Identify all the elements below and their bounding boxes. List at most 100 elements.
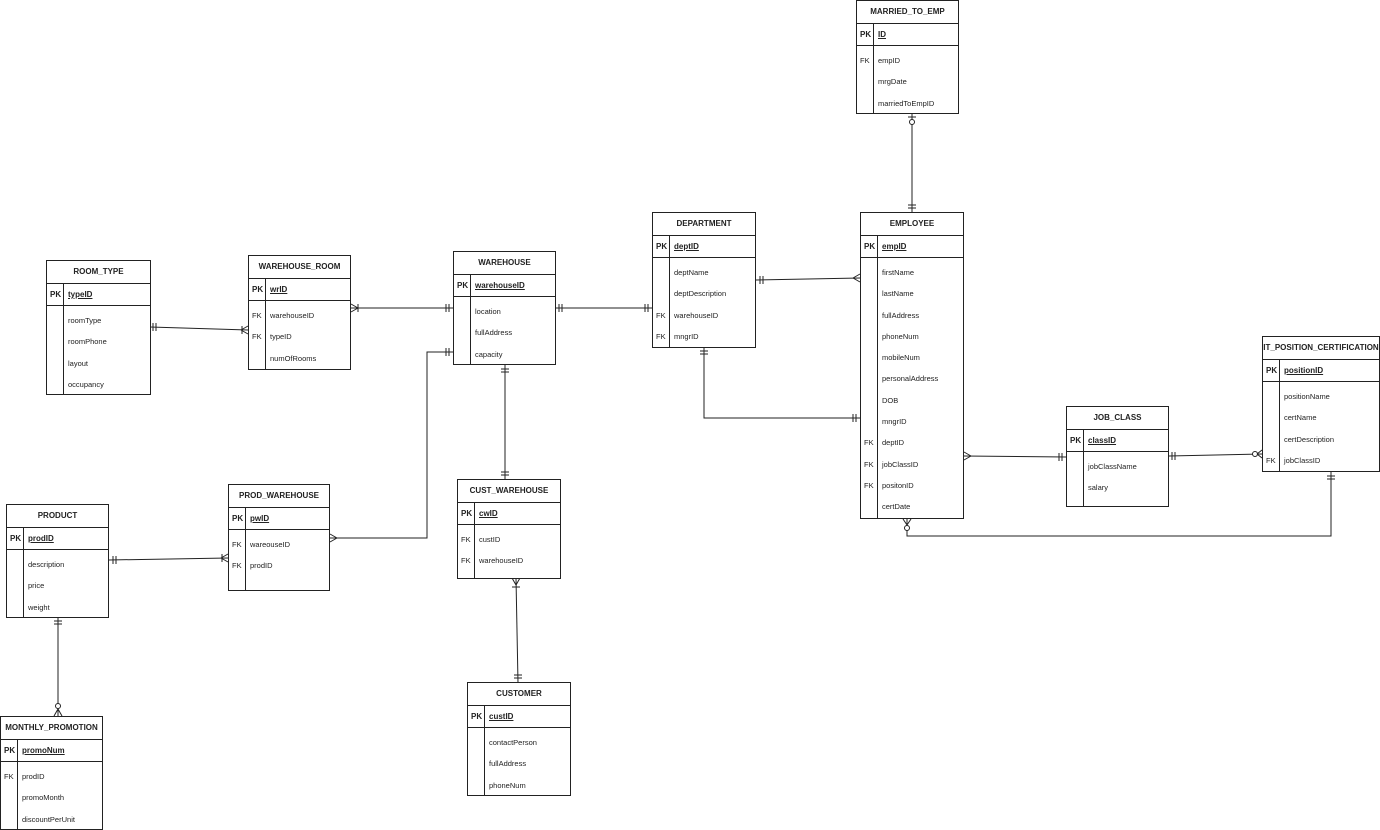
attribute-key: FK <box>1266 455 1276 465</box>
attribute-name: lastName <box>882 289 914 299</box>
attribute-name: mngrID <box>882 417 907 427</box>
attribute-name: firstName <box>882 268 915 277</box>
attribute-name: numOfRooms <box>270 353 317 363</box>
attribute-key <box>7 597 23 618</box>
pk-label: PK <box>861 236 878 257</box>
pk-label: PK <box>229 508 246 529</box>
attribute-name: price <box>28 581 45 591</box>
pk-attribute: cwID <box>479 509 498 518</box>
attribute-key <box>1263 429 1279 450</box>
attribute-name: jobClassID <box>882 459 919 469</box>
key-column <box>7 550 24 618</box>
attribute-name: promoMonth <box>22 793 65 803</box>
key-column <box>468 728 485 796</box>
entity-title: IT_POSITION_CERTIFICATION <box>1263 337 1379 360</box>
attribute-name: warehouseID <box>674 310 719 320</box>
attribute-name: location <box>475 307 501 316</box>
attribute-key: FK <box>461 535 471 544</box>
attribute-name: marriedToEmpID <box>878 98 935 108</box>
entity-title: DEPARTMENT <box>653 213 755 236</box>
link-employee-jobclass <box>963 451 1067 461</box>
attribute-key <box>47 353 63 374</box>
pk-attribute: typeID <box>68 290 93 299</box>
link-roomtype-warehouseroom <box>149 323 249 335</box>
attribute-key <box>653 262 669 283</box>
pk-label: PK <box>1 740 18 761</box>
pk-attribute: pwID <box>250 514 270 523</box>
attribute-key: FK <box>864 459 874 469</box>
attribute-name: prodID <box>22 772 45 781</box>
pk-attribute: custID <box>489 712 514 721</box>
attribute-key <box>1067 456 1083 477</box>
entity-title: PROD_WAREHOUSE <box>229 485 329 508</box>
pk-attribute: promoNum <box>22 746 65 755</box>
attribute-name: mngrID <box>674 331 699 341</box>
attribute-name: wareouseID <box>250 540 291 549</box>
attribute-name: mrgDate <box>878 77 907 87</box>
attribute-name: jobClassName <box>1088 462 1137 471</box>
attribute-key <box>47 374 63 395</box>
entity-title: WAREHOUSE_ROOM <box>249 256 350 279</box>
attribute-key: FK <box>232 540 242 549</box>
link-product-promotion <box>53 617 63 717</box>
attribute-key: FK <box>461 556 471 566</box>
attribute-key <box>454 301 470 322</box>
attribute-name: roomType <box>68 316 102 325</box>
attribute-key <box>1263 407 1279 428</box>
key-column: FK FK <box>458 525 475 579</box>
attribute-key <box>861 496 877 517</box>
pk-attribute: wrID <box>270 285 288 294</box>
attribute-name: layout <box>68 358 89 368</box>
attribute-key <box>249 348 265 369</box>
attribute-name: deptDescription <box>674 289 727 299</box>
attribute-name: capacity <box>475 349 503 359</box>
pk-attribute: deptID <box>674 242 699 251</box>
pk-label: PK <box>1263 360 1280 381</box>
pk-label: PK <box>857 24 874 45</box>
attribute-key <box>47 331 63 352</box>
attribute-name: positonID <box>882 480 914 490</box>
attribute-key <box>861 283 877 304</box>
attribute-key <box>1263 386 1279 407</box>
attribute-key <box>857 93 873 114</box>
attribute-key <box>7 554 23 575</box>
primary-key-row: PK promoNum <box>1 740 102 762</box>
pk-label: PK <box>653 236 670 257</box>
link-product-prodwarehouse <box>108 553 229 564</box>
attribute-name: certDate <box>882 502 911 512</box>
attribute-name: custID <box>479 535 501 544</box>
